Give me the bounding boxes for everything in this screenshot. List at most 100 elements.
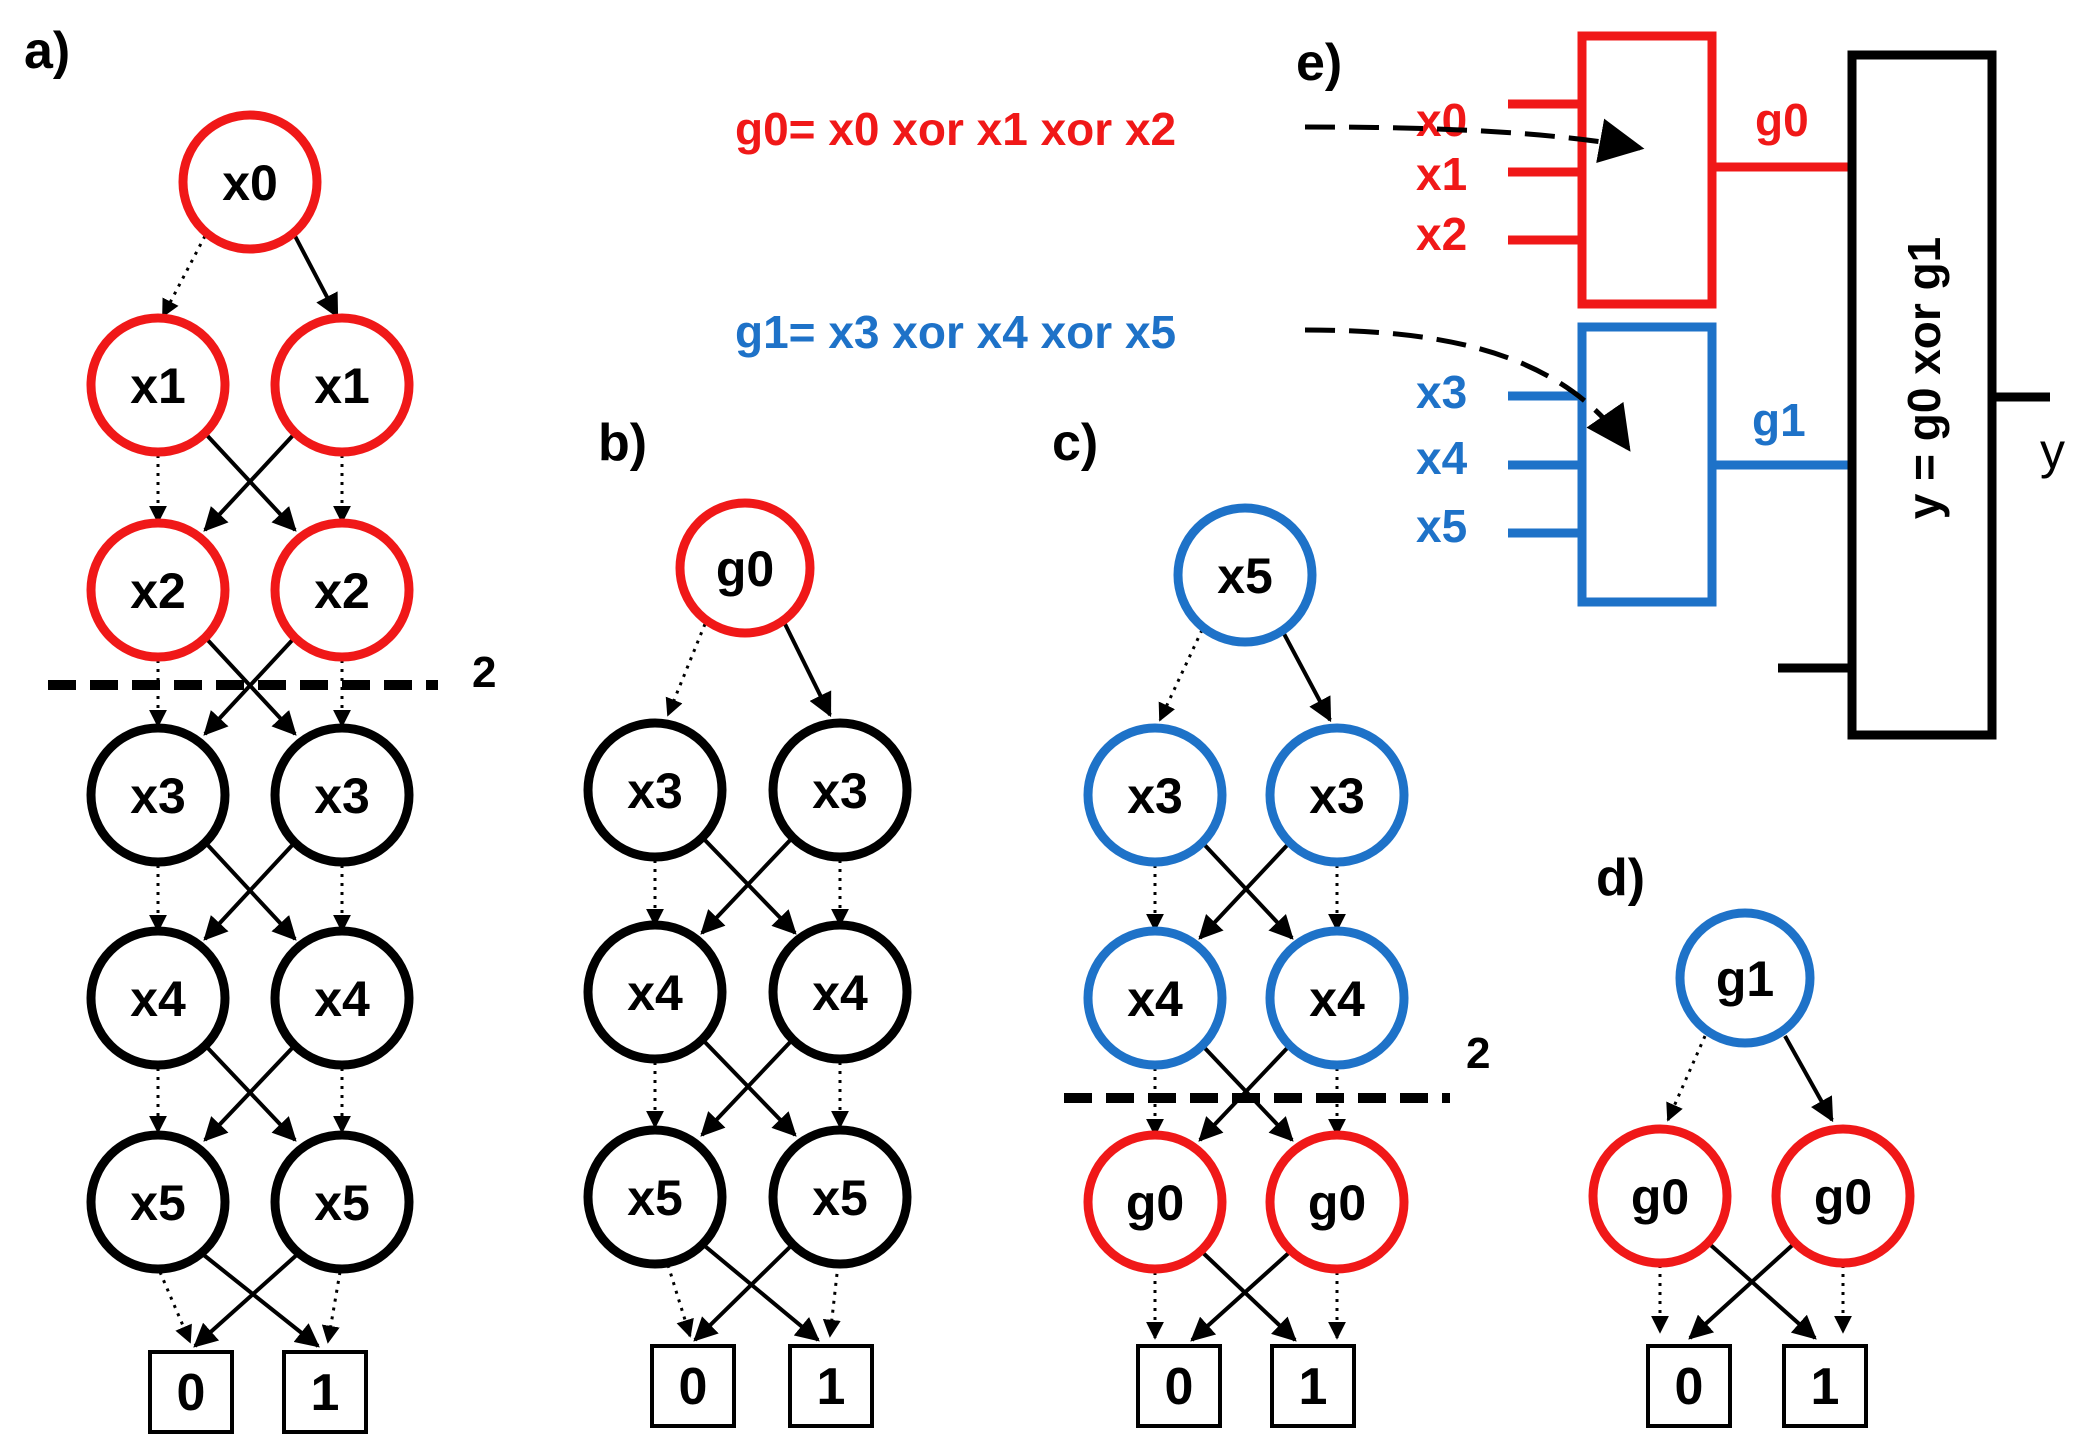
terminal-label: 1 <box>817 1358 846 1416</box>
node: g1 <box>1675 908 1815 1048</box>
g0-pointer-arrow <box>1304 118 1645 163</box>
edge-high <box>700 1035 797 1137</box>
node-label: x3 <box>812 763 868 819</box>
node-label: x4 <box>130 971 186 1027</box>
edge-low <box>161 235 207 318</box>
node: x5 <box>768 1125 912 1269</box>
edge-high <box>783 623 832 718</box>
g0-xor-box <box>1577 31 1717 309</box>
terminal-label: 1 <box>1299 1358 1328 1416</box>
edge-high <box>693 1240 797 1342</box>
edge-high <box>1198 838 1294 940</box>
terminal-0: 0 <box>1646 1344 1732 1428</box>
node: x5 <box>583 1125 727 1269</box>
node-label: x4 <box>812 965 868 1021</box>
panel-a: a) <box>24 22 496 1434</box>
terminal-label: 0 <box>177 1364 206 1422</box>
edge-high <box>198 1250 320 1348</box>
node-label: x5 <box>812 1170 868 1226</box>
panel-b-edges <box>646 623 849 1342</box>
edge-high <box>203 633 299 736</box>
edge-low <box>665 623 707 717</box>
pin-label-x5: x5 <box>1416 500 1467 552</box>
edge-low <box>666 1264 694 1338</box>
panel-b-label: b) <box>598 414 647 472</box>
node: g0 <box>1265 1130 1409 1274</box>
edge-high <box>700 833 797 935</box>
node: x0 <box>178 110 322 254</box>
pin-label-x2: x2 <box>1416 208 1467 260</box>
node: g0 <box>1771 1124 1915 1268</box>
node-label: g0 <box>716 541 774 597</box>
node-label: x5 <box>130 1175 186 1231</box>
node: x4 <box>1265 926 1409 1070</box>
panel-a-nodes: x0 x1 x1 x2 x2 x3 <box>86 110 414 1274</box>
terminal-0: 0 <box>1136 1344 1222 1428</box>
equation-g1: g1= x3 xor x4 xor x5 <box>735 306 1176 358</box>
node-label: x3 <box>1309 768 1365 824</box>
node: x4 <box>270 926 414 1070</box>
node: x5 <box>1173 503 1317 647</box>
node: g0 <box>675 498 815 638</box>
edge-low <box>321 1271 342 1344</box>
panel-a-cut-label: 2 <box>472 648 496 697</box>
terminal-0: 0 <box>650 1344 736 1428</box>
edge-high <box>203 429 299 532</box>
terminal-label: 1 <box>311 1364 340 1422</box>
panel-a-label: a) <box>24 22 70 80</box>
pin-label-g1: g1 <box>1752 394 1806 446</box>
node: g0 <box>1588 1124 1732 1268</box>
g1-xor-box <box>1577 322 1717 607</box>
node: x4 <box>768 920 912 1064</box>
node-label: x1 <box>130 358 186 414</box>
terminal-label: 0 <box>1675 1358 1704 1416</box>
panel-d-nodes: g1 g0 g0 <box>1588 908 1915 1268</box>
panel-c-cut-label: 2 <box>1466 1029 1490 1078</box>
edge-high <box>1198 1041 1294 1142</box>
node-label: g0 <box>1126 1175 1184 1231</box>
panel-c-nodes: x5 x3 x3 x4 x4 g0 <box>1083 503 1409 1274</box>
panel-d-edges <box>1651 1035 1852 1340</box>
node-label: x3 <box>130 768 186 824</box>
node: x4 <box>583 920 727 1064</box>
node: x5 <box>86 1130 230 1274</box>
y-box-label: y = g0 xor g1 <box>1898 237 1950 520</box>
edge-high <box>1190 1248 1294 1342</box>
edge-high <box>1703 1238 1817 1340</box>
y-output-label: y <box>2040 423 2065 479</box>
node-label: x5 <box>1217 548 1273 604</box>
edge-low <box>1158 629 1204 722</box>
panel-c-label: c) <box>1052 414 1098 472</box>
node: x3 <box>583 718 727 862</box>
node: x3 <box>1265 723 1409 867</box>
panel-a-edges <box>149 235 351 1348</box>
panel-c-edges <box>1146 629 1346 1342</box>
node-label: x4 <box>314 971 370 1027</box>
node: x4 <box>1083 926 1227 1070</box>
node: x3 <box>86 723 230 867</box>
node: g0 <box>1083 1130 1227 1274</box>
node-label: x4 <box>627 965 683 1021</box>
node-label: x2 <box>314 563 370 619</box>
panel-e-label: e) <box>1296 34 1342 92</box>
node-label: x3 <box>627 763 683 819</box>
node-label: x4 <box>1127 971 1183 1027</box>
g1-pointer-arrow <box>1304 327 1631 452</box>
equation-g0: g0= x0 xor x1 xor x2 <box>735 103 1176 155</box>
y-xor-box <box>1847 50 1997 740</box>
panel-d-label: d) <box>1596 849 1645 907</box>
node-label: g0 <box>1814 1169 1872 1225</box>
g1-input-pins <box>1508 391 1584 538</box>
terminal-label: 0 <box>679 1358 708 1416</box>
edge-high <box>1783 1035 1834 1123</box>
pin-label-x4: x4 <box>1416 432 1468 484</box>
node: x4 <box>86 926 230 1070</box>
node: x1 <box>86 313 230 457</box>
node-label: x3 <box>314 768 370 824</box>
node: x5 <box>270 1130 414 1274</box>
edge-low <box>822 1264 841 1338</box>
terminal-1: 1 <box>1270 1344 1356 1428</box>
node-label: x4 <box>1309 971 1365 1027</box>
panel-b-nodes: g0 x3 x3 x4 x4 x5 <box>583 498 912 1269</box>
